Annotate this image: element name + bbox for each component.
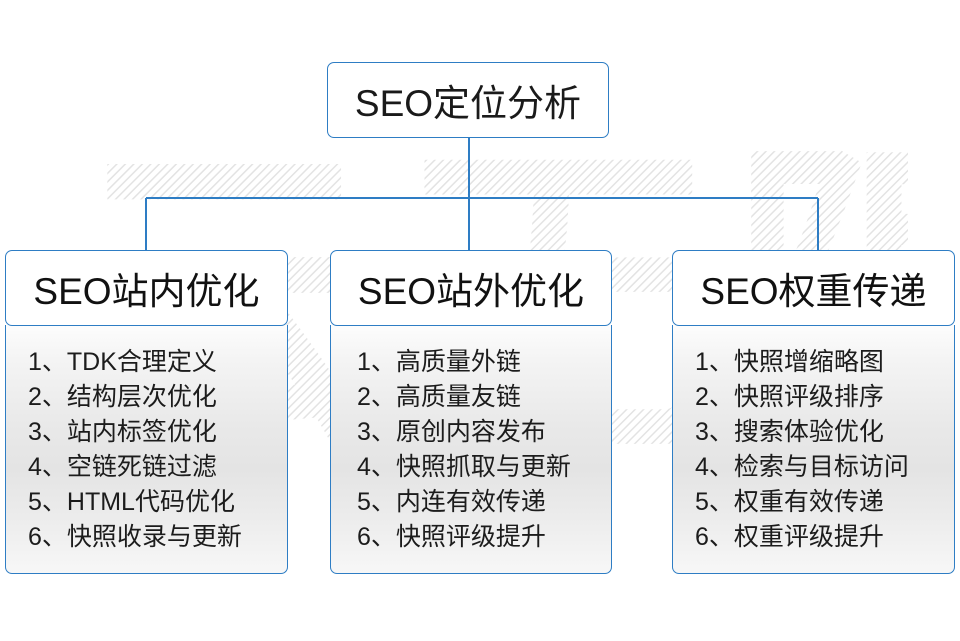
list-item: 4、空链死链过滤 <box>28 453 217 481</box>
root-node-title: SEO定位分析 <box>354 83 582 124</box>
list-item: 5、内连有效传递 <box>357 488 546 516</box>
branch-list-1: 1、高质量外链 2、高质量友链 3、原创内容发布 4、快照抓取与更新 5、内连有… <box>331 345 611 555</box>
list-item: 1、TDK合理定义 <box>28 348 217 376</box>
branch-body-0: 1、TDK合理定义 2、结构层次优化 3、站内标签优化 4、空链死链过滤 5、H… <box>5 325 288 574</box>
branch-header-title-1: SEO站外优化 <box>357 271 585 312</box>
list-item: 6、快照评级提升 <box>357 523 546 551</box>
list-item: 1、高质量外链 <box>357 348 521 376</box>
branch-header-0[interactable]: SEO站内优化 <box>5 250 288 326</box>
list-item: 3、搜索体验优化 <box>695 418 884 446</box>
list-item: 2、结构层次优化 <box>28 383 217 411</box>
list-item: 3、原创内容发布 <box>357 418 546 446</box>
branch-column-2: SEO权重传递 1、快照增缩略图 2、快照评级排序 3、搜索体验优化 4、检索与… <box>672 250 955 574</box>
branch-header-title-0: SEO站内优化 <box>33 271 260 312</box>
list-item: 6、快照收录与更新 <box>28 523 242 551</box>
root-node[interactable]: SEO定位分析 <box>327 62 609 138</box>
branch-body-1: 1、高质量外链 2、高质量友链 3、原创内容发布 4、快照抓取与更新 5、内连有… <box>330 325 612 574</box>
list-item: 3、站内标签优化 <box>28 418 217 446</box>
branch-list-0: 1、TDK合理定义 2、结构层次优化 3、站内标签优化 4、空链死链过滤 5、H… <box>6 345 287 555</box>
branch-body-2: 1、快照增缩略图 2、快照评级排序 3、搜索体验优化 4、检索与目标访问 5、权… <box>672 325 955 574</box>
branch-list-2: 1、快照增缩略图 2、快照评级排序 3、搜索体验优化 4、检索与目标访问 5、权… <box>673 345 954 555</box>
branch-header-2[interactable]: SEO权重传递 <box>672 250 955 326</box>
branch-column-0: SEO站内优化 1、TDK合理定义 2、结构层次优化 3、站内标签优化 4、空链… <box>5 250 288 574</box>
list-item: 2、高质量友链 <box>357 383 521 411</box>
branch-header-title-2: SEO权重传递 <box>700 271 927 312</box>
list-item: 4、检索与目标访问 <box>695 453 909 481</box>
list-item: 6、权重评级提升 <box>695 523 884 551</box>
list-item: 5、权重有效传递 <box>695 488 884 516</box>
list-item: 5、HTML代码优化 <box>28 488 235 516</box>
list-item: 1、快照增缩略图 <box>695 348 884 376</box>
branch-column-1: SEO站外优化 1、高质量外链 2、高质量友链 3、原创内容发布 4、快照抓取与… <box>330 250 612 574</box>
list-item: 2、快照评级排序 <box>695 383 884 411</box>
list-item: 4、快照抓取与更新 <box>357 453 571 481</box>
branch-header-1[interactable]: SEO站外优化 <box>330 250 612 326</box>
